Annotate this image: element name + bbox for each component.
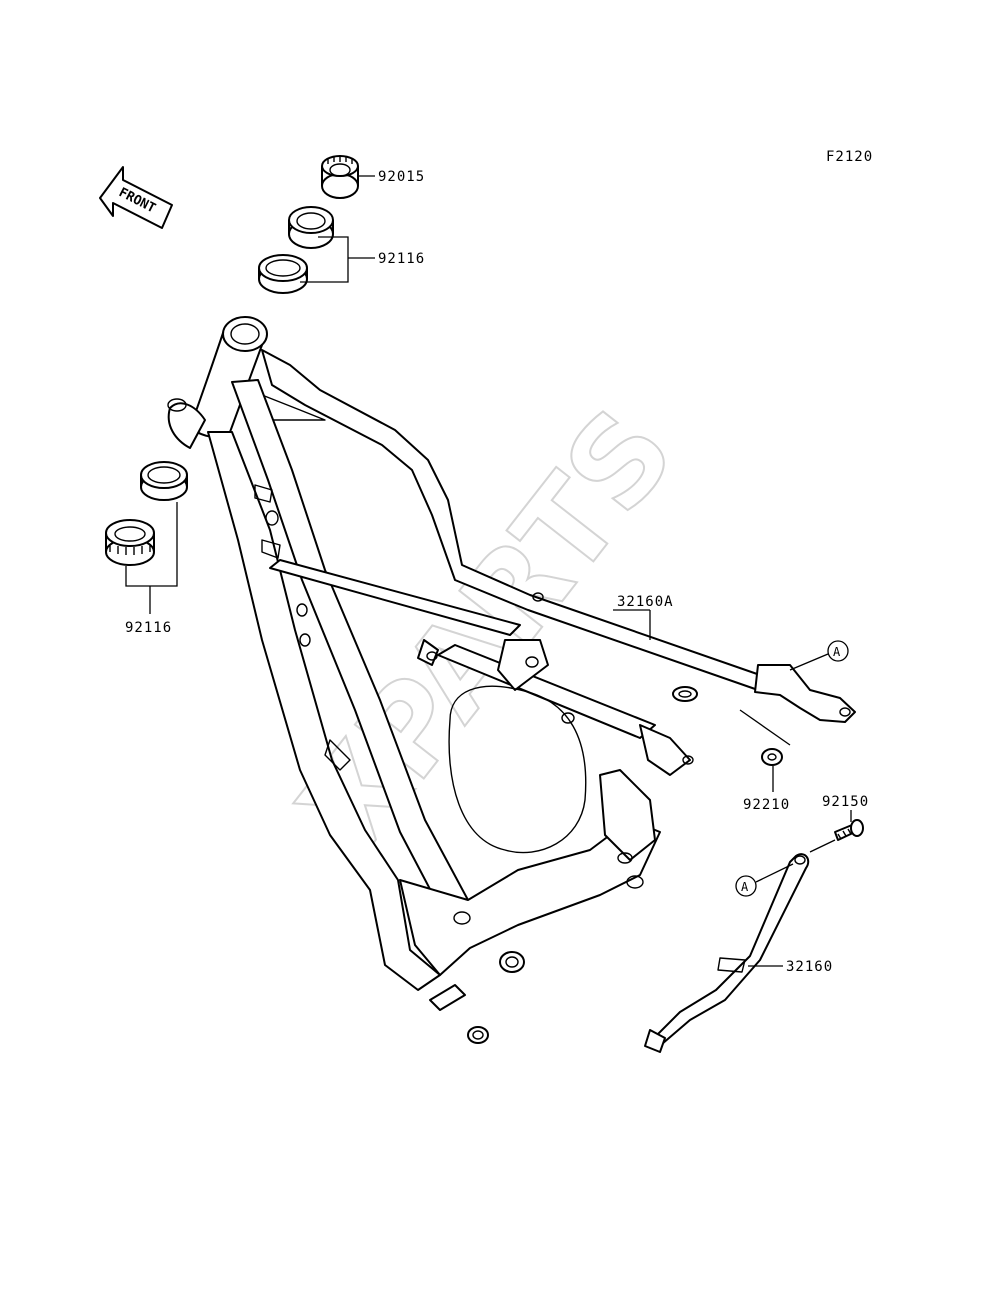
callout-92150: 92150 [822, 794, 869, 810]
bolt-92150-icon [834, 819, 864, 841]
ref-a-bracket: A [741, 880, 749, 894]
bearing-92116-upper-icon [288, 206, 334, 249]
front-arrow-icon: FRONT [99, 166, 173, 229]
nut-92210-icon [739, 709, 791, 766]
diagram-code: F2120 [826, 149, 873, 165]
ref-a-frame: A [833, 645, 841, 659]
stem-nut-92015-icon [321, 155, 359, 199]
callout-32160: 32160 [786, 959, 833, 975]
race-92116-lower-icon [140, 461, 188, 501]
main-frame-icon [167, 316, 856, 1044]
callout-32160a: 32160A [617, 594, 674, 610]
callout-92116-left: 92116 [125, 620, 172, 636]
race-92116-upper-icon [258, 254, 308, 294]
callout-92210: 92210 [743, 797, 790, 813]
callout-92015: 92015 [378, 169, 425, 185]
bracket-32160-icon [644, 853, 810, 1053]
callout-92116-top: 92116 [378, 251, 425, 267]
bearing-92116-lower-icon [105, 519, 155, 566]
